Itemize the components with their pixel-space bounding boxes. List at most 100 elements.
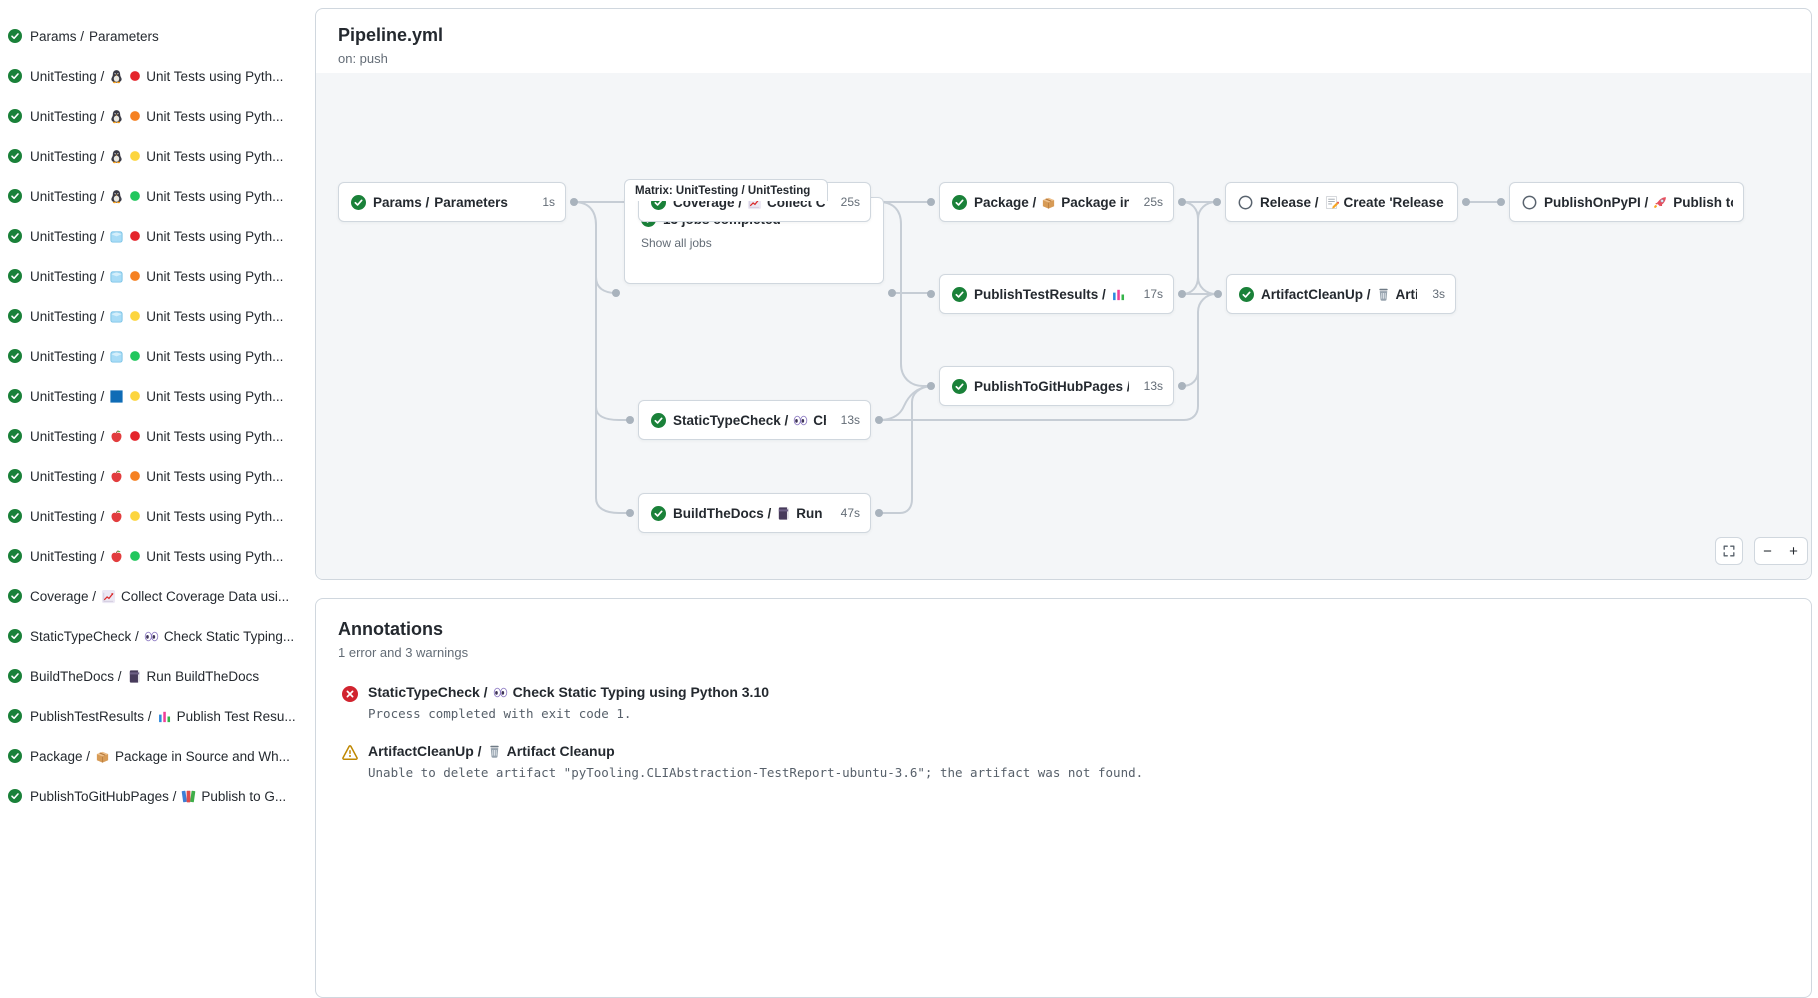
sidebar-job[interactable]: UnitTesting /Unit Tests using Pyth... xyxy=(0,296,308,336)
success-icon xyxy=(8,109,22,123)
success-icon xyxy=(651,505,666,521)
graph-node-publishonpypi[interactable]: PublishOnPyPI /Publish to ... xyxy=(1509,182,1744,222)
job-duration: 1s xyxy=(542,195,555,209)
sidebar-job[interactable]: Params /Parameters xyxy=(0,16,308,56)
success-icon xyxy=(8,549,22,563)
sidebar-job[interactable]: Coverage /Collect Coverage Data usi... xyxy=(0,576,308,616)
sidebar-job-label: UnitTesting /Unit Tests using Pyth... xyxy=(30,388,284,404)
annotation-title[interactable]: StaticTypeCheck /Check Static Typing usi… xyxy=(368,684,770,700)
success-icon xyxy=(8,669,22,683)
sidebar-job[interactable]: StaticTypeCheck /Check Static Typing... xyxy=(0,616,308,656)
success-icon xyxy=(952,194,967,210)
macos-icon xyxy=(109,549,124,564)
success-icon xyxy=(8,469,22,483)
sidebar-job[interactable]: PublishToGitHubPages /Publish to G... xyxy=(0,776,308,816)
job-sidebar: Params /Parameters UnitTesting /Unit Tes… xyxy=(0,16,308,816)
success-icon xyxy=(8,509,22,523)
sidebar-job[interactable]: UnitTesting /Unit Tests using Pyth... xyxy=(0,456,308,496)
success-icon xyxy=(8,789,22,803)
sidebar-job[interactable]: UnitTesting /Unit Tests using Pyth... xyxy=(0,56,308,96)
sidebar-job[interactable]: Package /Package in Source and Wh... xyxy=(0,736,308,776)
job-duration: 3s xyxy=(1432,287,1445,301)
job-name: Release /Create 'Release P... xyxy=(1260,194,1447,210)
sidebar-job[interactable]: UnitTesting /Unit Tests using Pyth... xyxy=(0,256,308,296)
red-dot-icon xyxy=(129,430,141,442)
sidebar-job-label: UnitTesting /Unit Tests using Pyth... xyxy=(30,308,284,324)
linux-icon xyxy=(109,109,124,124)
success-icon xyxy=(8,29,22,43)
graph-node-params[interactable]: Params /Parameters 1s xyxy=(338,182,566,222)
success-icon xyxy=(952,378,967,394)
workflow-file-title: Pipeline.yml xyxy=(338,25,444,45)
job-duration: 17s xyxy=(1143,287,1163,301)
rocket-icon xyxy=(1653,195,1668,210)
linux-icon xyxy=(109,149,124,164)
sidebar-job-label: PublishTestResults /Publish Test Resu... xyxy=(30,708,296,724)
workflow-graph-canvas[interactable]: Matrix: UnitTesting / UnitTesting 13 job… xyxy=(316,73,1811,579)
job-duration: 25s xyxy=(1143,195,1163,209)
sidebar-job-label: UnitTesting /Unit Tests using Pyth... xyxy=(30,428,284,444)
sidebar-job-label: UnitTesting /Unit Tests using Pyth... xyxy=(30,508,284,524)
sidebar-job-label: Params /Parameters xyxy=(30,28,159,44)
annotations-summary: 1 error and 3 warnings xyxy=(338,645,469,660)
annotation-message: Process completed with exit code 1. xyxy=(368,706,632,721)
sidebar-job[interactable]: UnitTesting /Unit Tests using Pyth... xyxy=(0,136,308,176)
annotation-item: ArtifactCleanUp /Artifact Cleanup Unable… xyxy=(338,735,1789,794)
job-duration: 25s xyxy=(840,195,860,209)
sidebar-job-label: PublishToGitHubPages /Publish to G... xyxy=(30,788,287,804)
red-dot-icon xyxy=(129,70,141,82)
sidebar-job[interactable]: UnitTesting /Unit Tests using Pyth... xyxy=(0,376,308,416)
graph-node-artifactcleanup[interactable]: ArtifactCleanUp /Artifac... 3s xyxy=(1226,274,1456,314)
sidebar-job-label: UnitTesting /Unit Tests using Pyth... xyxy=(30,148,284,164)
fullscreen-button[interactable] xyxy=(1715,537,1743,565)
graph-node-package[interactable]: Package /Package in So... 25s xyxy=(939,182,1174,222)
bar-chart-icon xyxy=(1111,287,1126,302)
graph-node-release[interactable]: Release /Create 'Release P... xyxy=(1225,182,1458,222)
annotation-title[interactable]: ArtifactCleanUp /Artifact Cleanup xyxy=(368,743,615,759)
show-all-jobs-link[interactable]: Show all jobs xyxy=(641,236,712,250)
sidebar-job-label: UnitTesting /Unit Tests using Pyth... xyxy=(30,468,284,484)
sidebar-job-label: UnitTesting /Unit Tests using Pyth... xyxy=(30,68,284,84)
success-icon xyxy=(8,629,22,643)
job-name: BuildTheDocs /Run Buil... xyxy=(673,505,826,521)
graph-node-publishtestresults[interactable]: PublishTestResults /Pu... 17s xyxy=(939,274,1174,314)
sidebar-job[interactable]: UnitTesting /Unit Tests using Pyth... xyxy=(0,536,308,576)
sidebar-job-label: UnitTesting /Unit Tests using Pyth... xyxy=(30,188,284,204)
success-icon xyxy=(8,349,22,363)
job-duration: 47s xyxy=(840,506,860,520)
sidebar-job-label: UnitTesting /Unit Tests using Pyth... xyxy=(30,108,284,124)
success-icon xyxy=(8,749,22,763)
sidebar-job[interactable]: UnitTesting /Unit Tests using Pyth... xyxy=(0,176,308,216)
success-icon xyxy=(8,429,22,443)
bar-chart-icon xyxy=(157,709,172,724)
fullscreen-icon xyxy=(1722,544,1736,558)
sidebar-job[interactable]: UnitTesting /Unit Tests using Pyth... xyxy=(0,336,308,376)
job-name: PublishOnPyPI /Publish to ... xyxy=(1544,194,1733,210)
chart-increasing-icon xyxy=(101,589,116,604)
sidebar-job-label: UnitTesting /Unit Tests using Pyth... xyxy=(30,348,284,364)
zoom-in-button[interactable]: + xyxy=(1780,537,1808,565)
sidebar-job[interactable]: UnitTesting /Unit Tests using Pyth... xyxy=(0,496,308,536)
sidebar-job[interactable]: BuildTheDocs /Run BuildTheDocs xyxy=(0,656,308,696)
job-name: PublishTestResults /Pu... xyxy=(974,287,1129,302)
sidebar-job-label: StaticTypeCheck /Check Static Typing... xyxy=(30,628,295,644)
success-icon xyxy=(8,149,22,163)
graph-node-publishtogithubpages[interactable]: PublishToGitHubPages /... 13s xyxy=(939,366,1174,406)
sidebar-job-label: UnitTesting /Unit Tests using Pyth... xyxy=(30,228,284,244)
graph-node-buildthedocs[interactable]: BuildTheDocs /Run Buil... 47s xyxy=(638,493,871,533)
sidebar-job[interactable]: UnitTesting /Unit Tests using Pyth... xyxy=(0,96,308,136)
success-icon xyxy=(8,229,22,243)
success-icon xyxy=(8,389,22,403)
memo-icon xyxy=(1324,195,1339,210)
zoom-out-button[interactable]: − xyxy=(1754,537,1781,565)
success-icon xyxy=(8,589,22,603)
job-name: ArtifactCleanUp /Artifac... xyxy=(1261,286,1418,302)
sidebar-job[interactable]: UnitTesting /Unit Tests using Pyth... xyxy=(0,216,308,256)
notebook-icon xyxy=(127,669,142,684)
sidebar-job[interactable]: PublishTestResults /Publish Test Resu... xyxy=(0,696,308,736)
success-icon xyxy=(651,412,666,428)
skipped-icon xyxy=(1238,195,1253,210)
sidebar-job[interactable]: UnitTesting /Unit Tests using Pyth... xyxy=(0,416,308,456)
linux-icon xyxy=(109,69,124,84)
graph-node-statictypecheck[interactable]: StaticTypeCheck /Chec... 13s xyxy=(638,400,871,440)
